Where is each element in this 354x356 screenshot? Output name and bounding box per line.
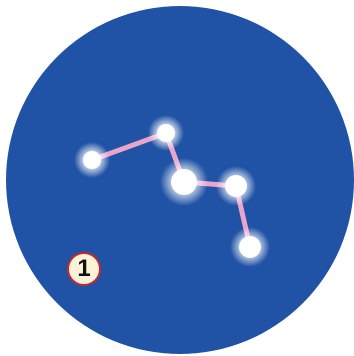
star [160,158,208,206]
star [230,227,270,267]
star [74,142,110,178]
step-number-badge: 1 [67,252,101,286]
star [148,115,184,151]
star [216,166,256,206]
